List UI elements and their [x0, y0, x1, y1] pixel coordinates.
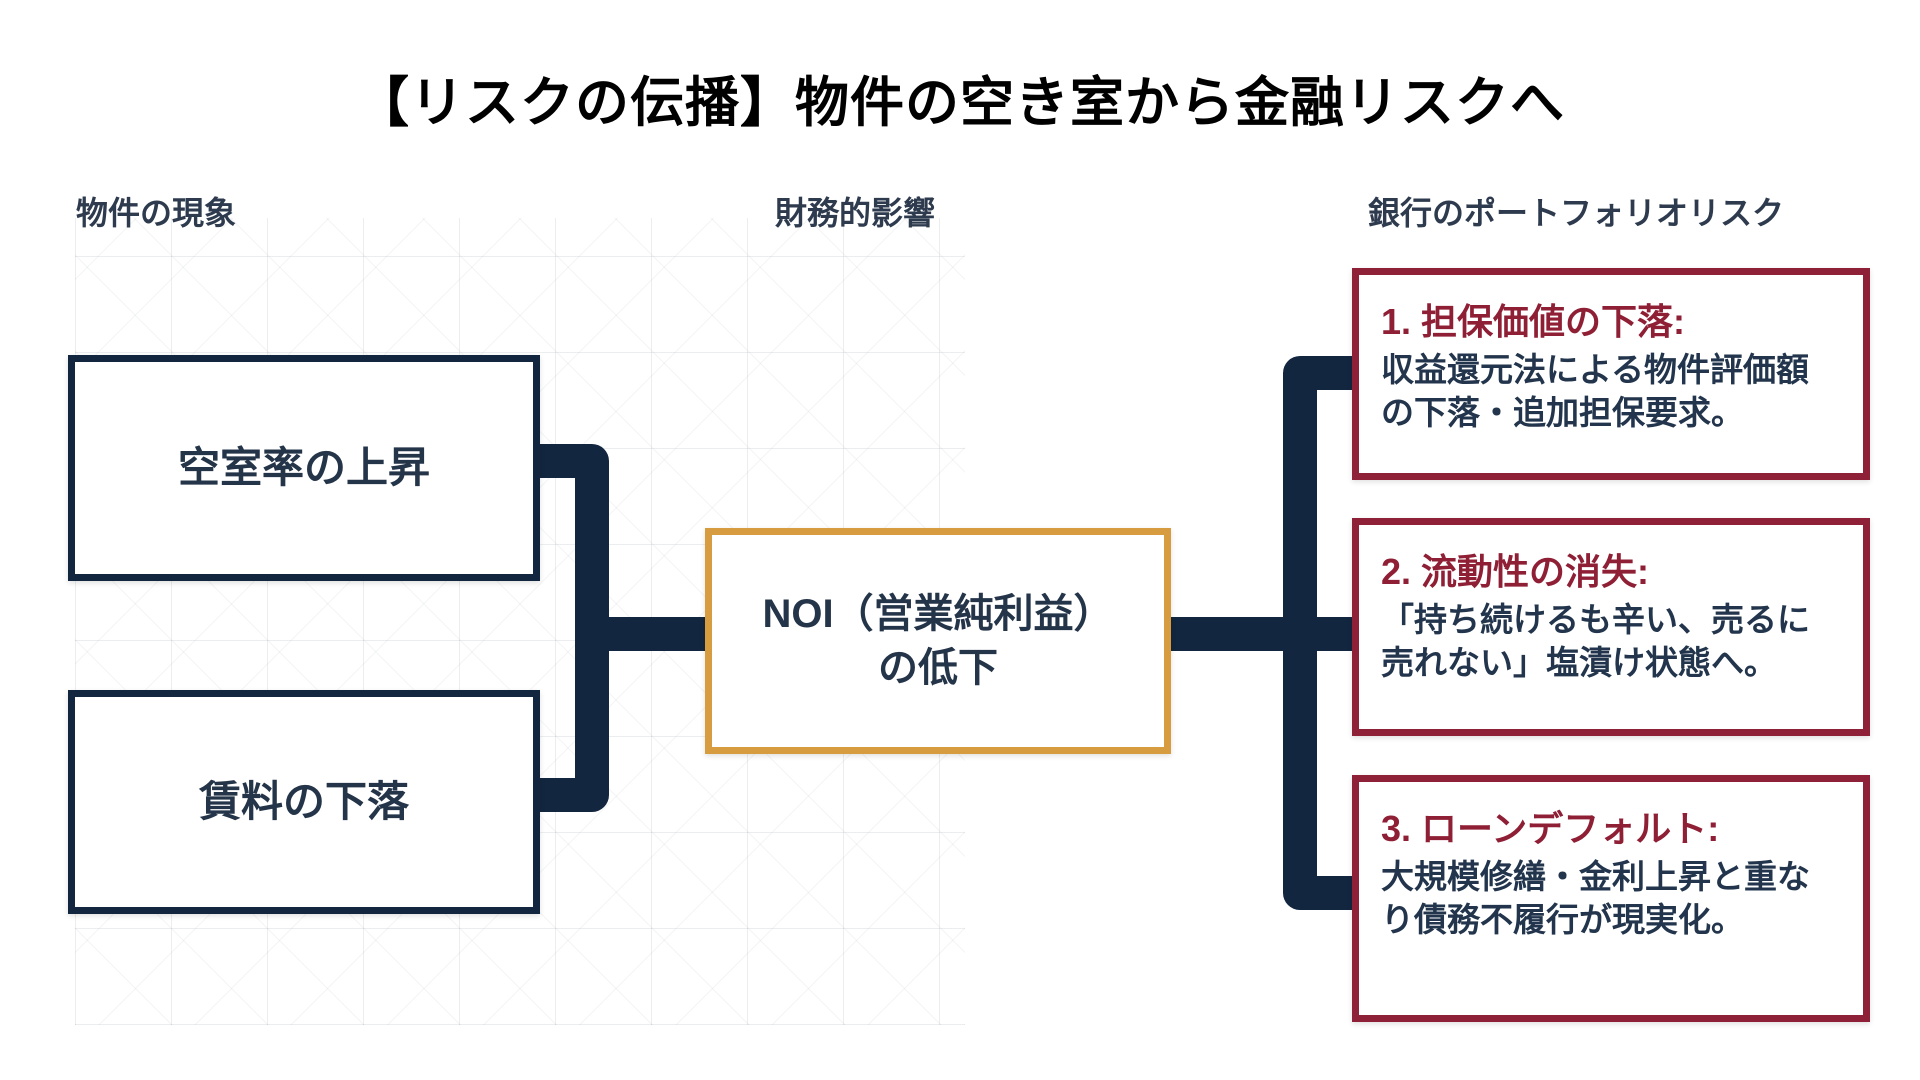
- column-header-bank-portfolio: 銀行のポートフォリオリスク: [1368, 195, 1785, 231]
- risk-collateral-body: 収益還元法による物件評価額 の下落・追加担保要求。: [1381, 351, 1810, 431]
- risk-box-liquidity: 2. 流動性の消失: 「持ち続けるも辛い、売るに 売れない」塩漬け状態へ。: [1352, 518, 1870, 736]
- column-header-property: 物件の現象: [76, 195, 237, 231]
- risk-liquidity-heading: 2. 流動性の消失:: [1381, 551, 1650, 592]
- node-rent-decline: 賃料の下落: [68, 690, 540, 914]
- node-rent-decline-label: 賃料の下落: [198, 777, 409, 825]
- node-noi-decline-label: NOI（営業純利益） の低下: [762, 592, 1114, 690]
- node-vacancy-rise-label: 空室率の上昇: [177, 443, 430, 491]
- column-header-financial: 財務的影響: [775, 195, 936, 231]
- risk-liquidity-body: 「持ち続けるも辛い、売るに 売れない」塩漬け状態へ。: [1381, 601, 1810, 681]
- risk-box-collateral: 1. 担保価値の下落: 収益還元法による物件評価額 の下落・追加担保要求。: [1352, 268, 1870, 480]
- risk-box-loan-default: 3. ローンデフォルト: 大規模修繕・金利上昇と重な り債務不履行が現実化。: [1352, 775, 1870, 1022]
- risk-loan-default-body: 大規模修繕・金利上昇と重な り債務不履行が現実化。: [1381, 858, 1810, 938]
- node-vacancy-rise: 空室率の上昇: [68, 355, 540, 581]
- connector-right-branch: [1283, 356, 1356, 910]
- diagram-title: 【リスクの伝播】物件の空き室から金融リスクへ: [355, 73, 1565, 133]
- node-noi-decline: NOI（営業純利益） の低下: [705, 528, 1171, 754]
- risk-collateral-heading: 1. 担保価値の下落:: [1381, 301, 1686, 342]
- risk-loan-default-heading: 3. ローンデフォルト:: [1381, 808, 1720, 849]
